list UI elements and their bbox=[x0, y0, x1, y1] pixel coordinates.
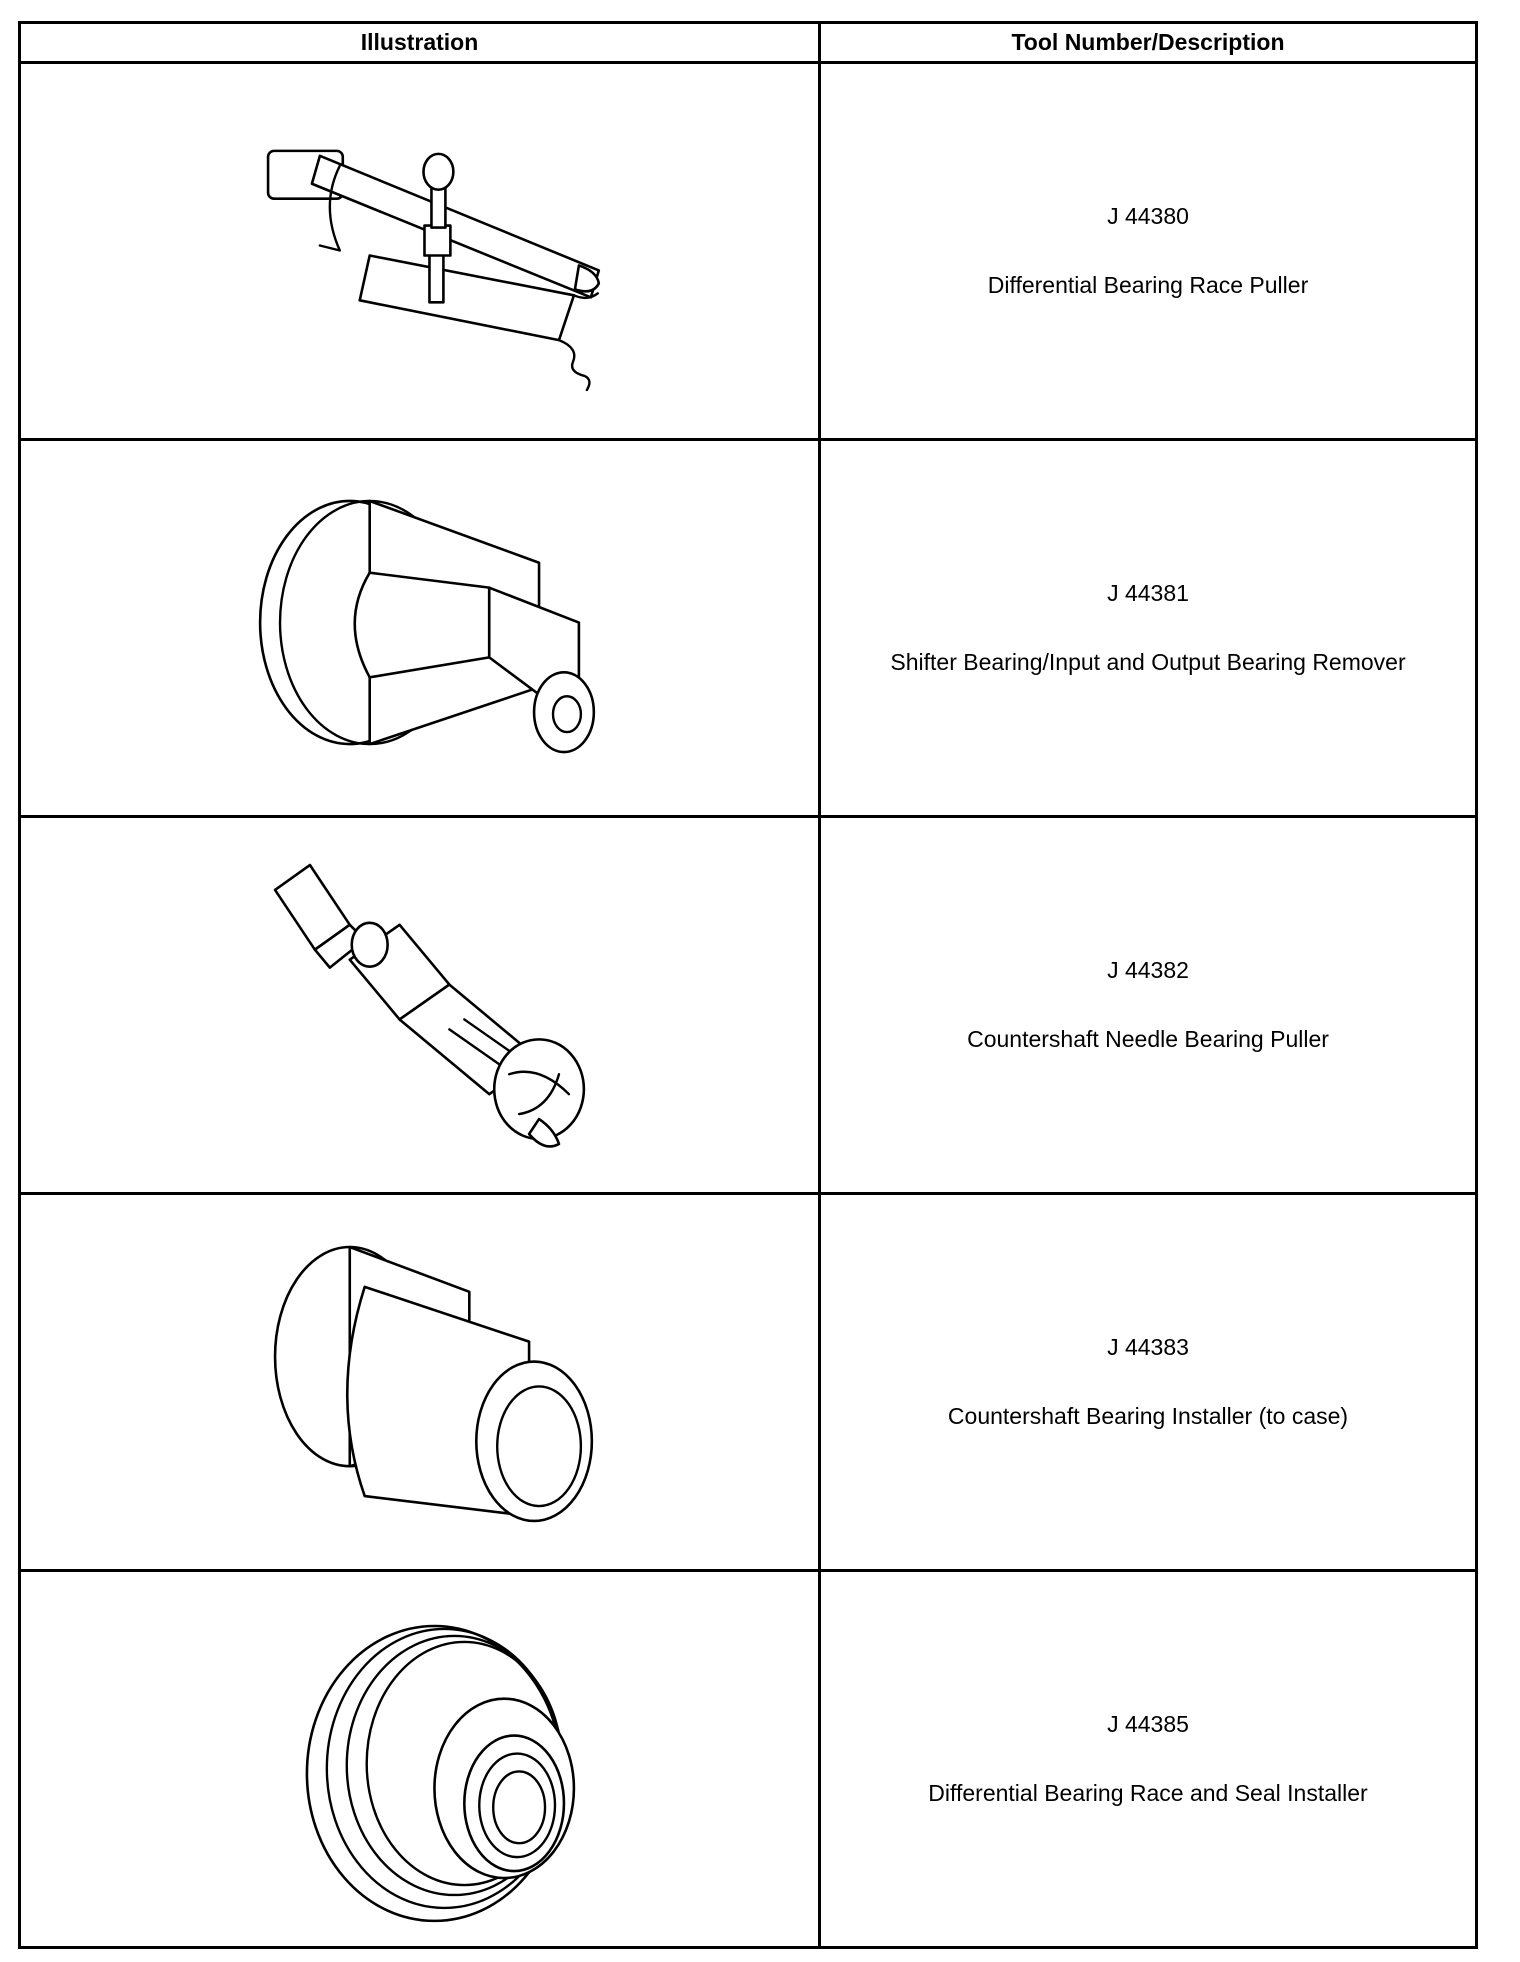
tool-number: J 44383 bbox=[1107, 1334, 1189, 1361]
tool-number: J 44385 bbox=[1107, 1711, 1189, 1738]
header-tool-number-description: Tool Number/Description bbox=[818, 21, 1478, 64]
illustration-cell bbox=[18, 1192, 821, 1572]
tool-number: J 44380 bbox=[1107, 203, 1189, 230]
illustration-cell bbox=[18, 1569, 821, 1949]
bearing-installer-icon bbox=[273, 1245, 594, 1523]
tool-description-cell: J 44383 Countershaft Bearing Installer (… bbox=[818, 1192, 1478, 1572]
race-puller-icon bbox=[266, 149, 601, 392]
table-row: J 44385 Differential Bearing Race and Se… bbox=[18, 1569, 1478, 1949]
needle-bearing-puller-icon bbox=[273, 863, 586, 1148]
table-row: J 44383 Countershaft Bearing Installer (… bbox=[18, 1192, 1478, 1572]
bearing-remover-icon bbox=[258, 499, 596, 754]
table-row: J 44382 Countershaft Needle Bearing Pull… bbox=[18, 815, 1478, 1195]
tool-description-cell: J 44380 Differential Bearing Race Puller bbox=[818, 61, 1478, 441]
race-seal-installer-icon bbox=[305, 1624, 576, 1923]
table-row: J 44380 Differential Bearing Race Puller bbox=[18, 61, 1478, 441]
tool-description: Countershaft Needle Bearing Puller bbox=[967, 1026, 1329, 1052]
header-illustration: Illustration bbox=[18, 21, 821, 64]
special-tools-table: Illustration Tool Number/Description bbox=[18, 21, 1478, 1949]
tool-number: J 44381 bbox=[1107, 580, 1189, 607]
illustration-cell bbox=[18, 438, 821, 818]
table-header-row: Illustration Tool Number/Description bbox=[18, 21, 1478, 64]
illustration-cell bbox=[18, 815, 821, 1195]
tool-description: Shifter Bearing/Input and Output Bearing… bbox=[890, 649, 1406, 675]
tool-description: Differential Bearing Race and Seal Insta… bbox=[928, 1780, 1368, 1806]
illustration-cell bbox=[18, 61, 821, 441]
tool-description-cell: J 44381 Shifter Bearing/Input and Output… bbox=[818, 438, 1478, 818]
tool-description: Differential Bearing Race Puller bbox=[987, 272, 1309, 298]
tool-description-cell: J 44385 Differential Bearing Race and Se… bbox=[818, 1569, 1478, 1949]
tool-description: Countershaft Bearing Installer (to case) bbox=[947, 1403, 1349, 1429]
tool-description-cell: J 44382 Countershaft Needle Bearing Pull… bbox=[818, 815, 1478, 1195]
table-row: J 44381 Shifter Bearing/Input and Output… bbox=[18, 438, 1478, 818]
tool-number: J 44382 bbox=[1107, 957, 1189, 984]
